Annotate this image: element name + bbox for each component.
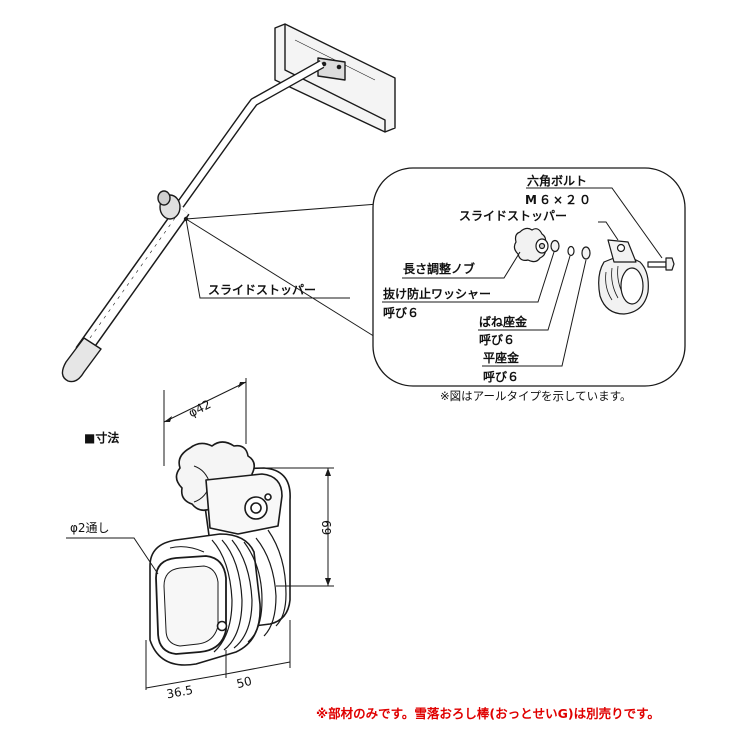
flat-washer xyxy=(581,246,591,260)
hex-bolt-label: 六角ボルト xyxy=(527,173,587,188)
dim-front-width: 36.5 xyxy=(165,683,194,701)
bolt-size-label: M６×２０ xyxy=(525,193,593,207)
footer-note: ※部材のみです。雪落おろし棒(おっとせいG)は別売りです。 xyxy=(316,706,660,721)
anti-slip-washer xyxy=(550,239,560,253)
dimension-section-title: ■寸法 xyxy=(84,430,119,445)
main-stopper-label: スライドストッパー xyxy=(208,283,316,297)
exploded-parts xyxy=(513,227,675,315)
dim-hole-label: φ2通し xyxy=(70,521,110,535)
figure-note: ※図はアールタイプを示しています。 xyxy=(440,389,631,403)
dim-depth: 50 xyxy=(235,674,253,691)
part-leaders xyxy=(382,187,663,367)
slide-stopper-part xyxy=(598,239,649,315)
exploded-view-callout xyxy=(372,167,686,387)
dim-height: 69 xyxy=(319,520,333,535)
hex-bolt-part xyxy=(647,257,675,271)
callout-connectors xyxy=(185,203,381,341)
flat-washer-label: 平座金 xyxy=(483,350,520,365)
snow-rake-illustration xyxy=(61,23,396,383)
anti-washer-size: 呼び６ xyxy=(383,305,419,320)
spring-washer-label: ばね座金 xyxy=(479,314,528,329)
length-knob-label: 長さ調整ノブ xyxy=(403,261,475,276)
spring-washer-size: 呼び６ xyxy=(479,332,515,347)
flat-washer-size: 呼び６ xyxy=(483,369,519,384)
spring-washer xyxy=(567,245,575,257)
dimension-lines xyxy=(66,378,334,690)
dim-width-top: φ42 xyxy=(186,397,213,420)
dimension-arrows xyxy=(164,382,331,586)
anti-washer-label: 抜け防止ワッシャー xyxy=(383,286,491,301)
length-adjust-knob xyxy=(513,227,549,263)
slide-stopper-label: スライドストッパー xyxy=(459,209,567,223)
stopper-dimension-drawing xyxy=(149,441,291,666)
main-stopper-leader xyxy=(185,218,350,299)
